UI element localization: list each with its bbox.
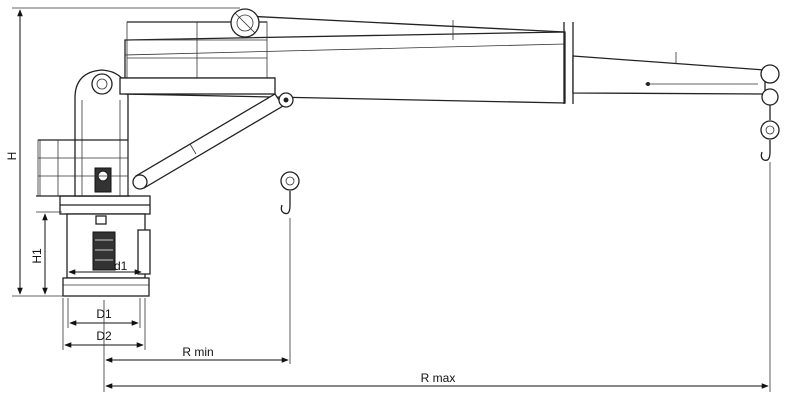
label-d1: d1 [114, 259, 128, 273]
dimension-lines [12, 7, 771, 392]
label-r-max: R max [421, 371, 456, 385]
winch-drum [230, 8, 260, 38]
label-d1-upper: D1 [96, 307, 112, 321]
label-h: H [5, 152, 19, 161]
boom-tip-hook [760, 64, 780, 161]
label-r-min: R min [182, 345, 213, 359]
label-h1: H1 [30, 248, 44, 264]
label-d2: D2 [96, 329, 112, 343]
crane-column [74, 69, 129, 197]
luffing-cylinder [132, 92, 294, 190]
hook-rmin [280, 171, 300, 215]
lower-platform-railing [36, 139, 130, 197]
